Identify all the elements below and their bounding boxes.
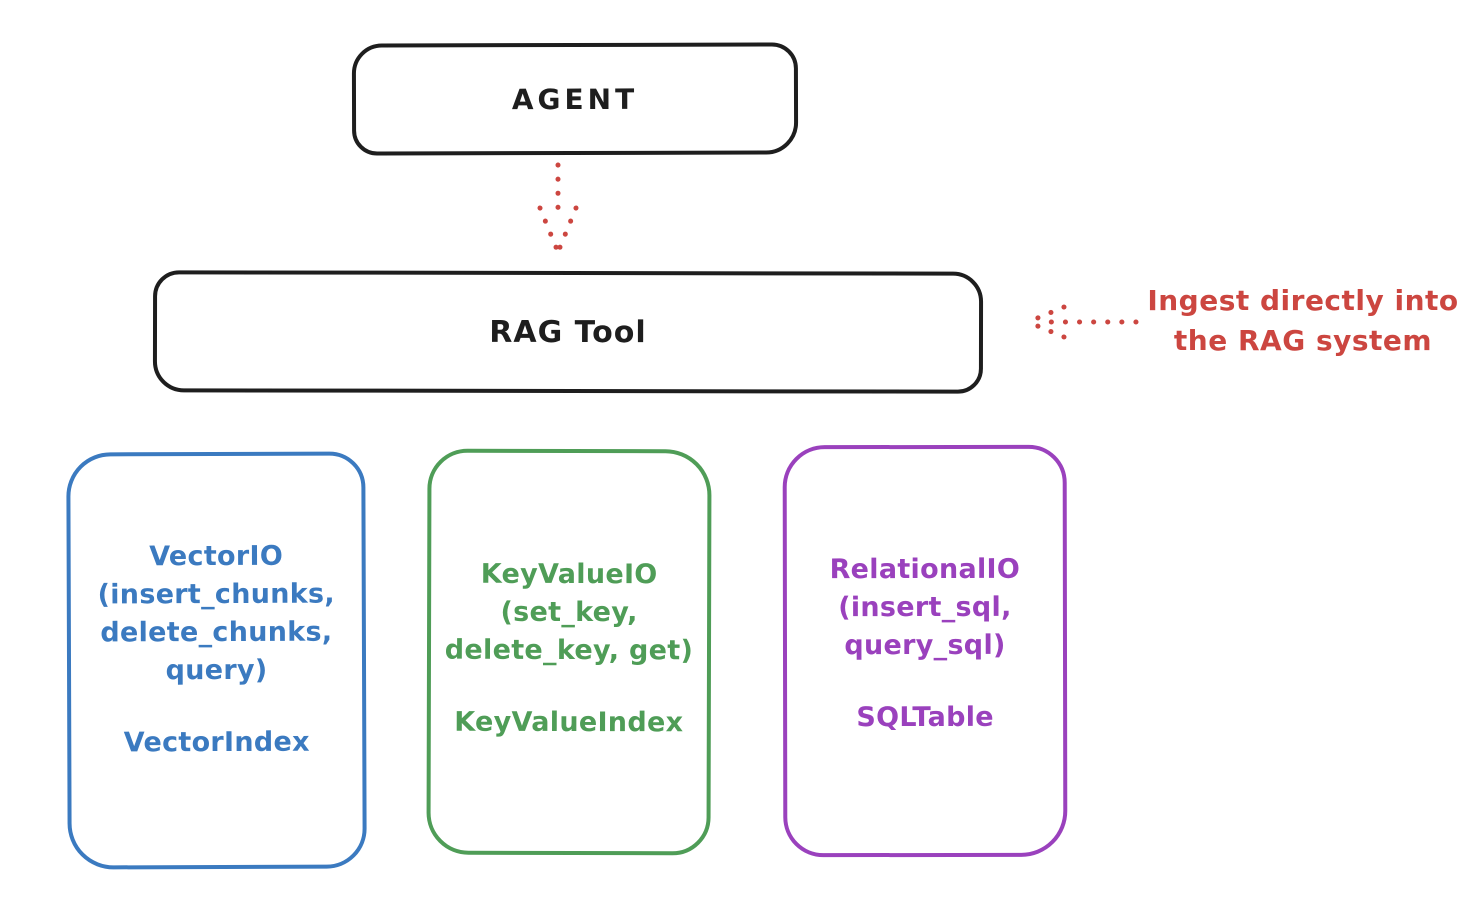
relational-io-main-text: RelationalIO (insert_sql, query_sql) (829, 553, 1021, 662)
dotted-arrow-left-icon (1025, 304, 1139, 340)
relational-io-box: RelationalIO (insert_sql, query_sql) SQL… (782, 444, 1068, 858)
ingest-annotation: Ingest directly into the RAG system (1147, 284, 1459, 357)
rag-tool-label: RAG Tool (489, 314, 647, 350)
keyvalue-io-main-text: KeyValueIO (set_key, delete_key, get) (444, 558, 694, 667)
dotted-arrow-down-icon (537, 162, 579, 255)
keyvalue-index-label: KeyValueIndex (454, 706, 684, 739)
agent-label: AGENT (511, 82, 639, 116)
sql-table-label: SQLTable (856, 701, 994, 734)
vector-index-label: VectorIndex (123, 726, 310, 758)
rag-tool-box: RAG Tool (152, 270, 984, 394)
vector-io-main-text: VectorIO (insert_chunks, delete_chunks, … (97, 540, 336, 686)
vector-io-box: VectorIO (insert_chunks, delete_chunks, … (66, 451, 367, 870)
agent-box: AGENT (351, 42, 799, 156)
keyvalue-io-box: KeyValueIO (set_key, delete_key, get) Ke… (426, 448, 712, 856)
